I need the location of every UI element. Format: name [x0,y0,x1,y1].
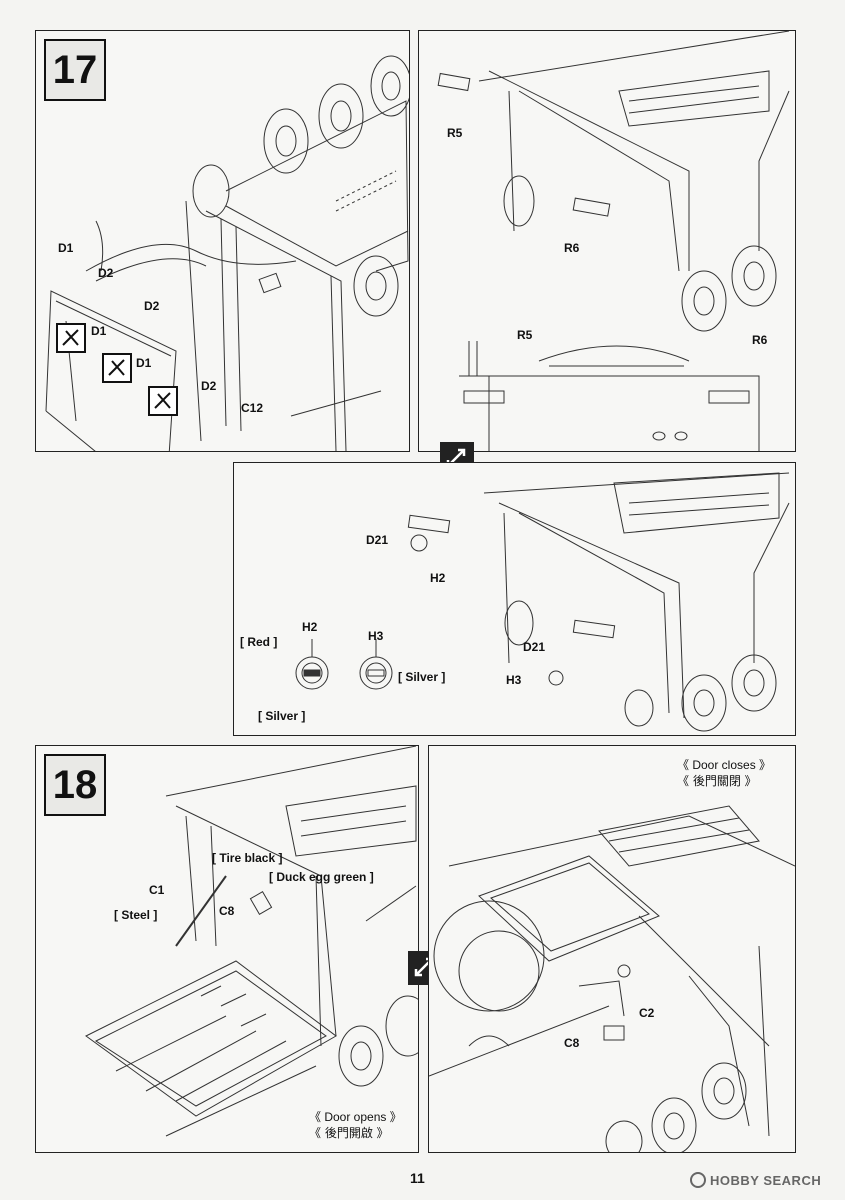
step17-rear-panel: R5 R6 R5 R6 [418,30,796,452]
label-d2-mid: D2 [144,299,160,313]
door-opens-en: 《 Door opens 》 [309,1110,402,1124]
paint-mark-icon [148,386,178,416]
brand-text: HOBBY SEARCH [710,1173,822,1188]
brand-watermark: HOBBY SEARCH [690,1172,821,1188]
label-c8-close: C8 [564,1036,580,1050]
step18-open-panel: 18 [ Tire black ] C1 [ Duck egg green ] … [35,745,419,1153]
label-c12: C12 [241,401,264,415]
label-silver-left: [ Silver ] [258,709,306,723]
label-r6-bottom: R6 [752,333,768,347]
label-duck-egg-green: [ Duck egg green ] [269,870,374,884]
label-c8-open: C8 [219,904,235,918]
door-closes-en: 《 Door closes 》 [677,758,772,772]
label-tire-black: [ Tire black ] [212,851,283,865]
label-red: [ Red ] [240,635,278,649]
label-d21-mid: D21 [523,640,546,654]
label-r5-top: R5 [447,126,463,140]
paint-mark-icon [56,323,86,353]
label-d1-top: D1 [58,241,74,255]
door-closes-zh: 《 後門關閉 》 [677,774,757,788]
step17-rear-drawing [437,31,790,451]
step17-sub-panel: D21 H2 H2 H3 D21 H3 [ Red ] [ Silver ] [… [233,462,796,736]
label-silver-right: [ Silver ] [398,670,446,684]
paint-mark-icon [102,353,132,383]
label-d2-low: D2 [201,379,217,393]
label-h2-zoom: H2 [302,620,318,634]
label-r6-top: R6 [564,241,580,255]
step17-sub-drawing [295,472,790,732]
label-steel: [ Steel ] [114,908,158,922]
step18-close-drawing [429,805,795,1152]
door-opens-zh: 《 後門開啟 》 [309,1126,389,1140]
label-r5-bottom: R5 [517,328,533,342]
label-h2-top: H2 [430,571,446,585]
label-c1: C1 [149,883,165,897]
step18-close-panel: 《 Door closes 》 《 後門關閉 》 C2 C8 [428,745,796,1153]
label-c2: C2 [639,1006,655,1020]
label-h3-low: H3 [506,673,522,687]
label-d1-low: D1 [136,356,152,370]
step17-number: 17 [44,39,106,101]
brand-logo-icon [690,1172,706,1188]
label-d2-left: D2 [98,266,114,280]
step18-number: 18 [44,754,106,816]
step18-open-drawing [85,746,418,1137]
label-d21-top: D21 [366,533,389,547]
page-number: 11 [410,1170,425,1186]
label-d1-mid: D1 [91,324,107,338]
label-h3-zoom: H3 [368,629,384,643]
step17-main-panel: 17 D1 D2 D2 D1 D1 D2 C12 [35,30,410,452]
step17-main-drawing [45,55,409,451]
